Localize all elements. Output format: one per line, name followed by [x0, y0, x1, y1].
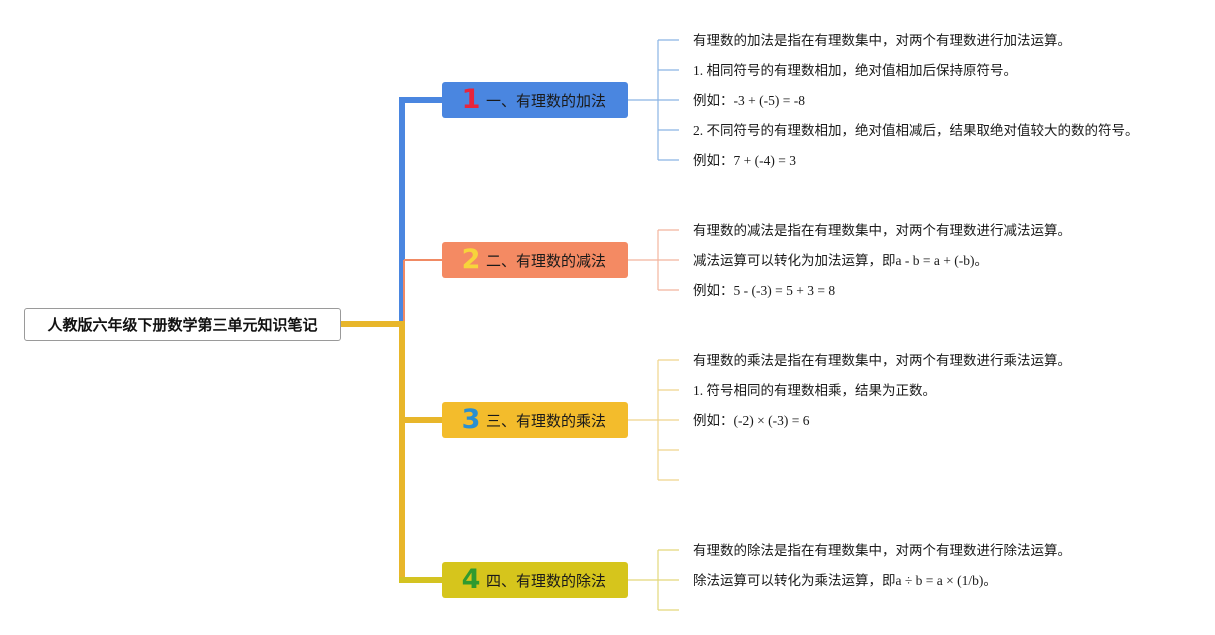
branch-division[interactable]: 4 四、有理数的除法	[442, 562, 628, 598]
branch-number: 1	[461, 83, 481, 115]
branch-number: 4	[461, 563, 481, 595]
leaf-text[interactable]: 2. 不同符号的有理数相加，绝对值相减后，结果取绝对值较大的数的符号。	[693, 123, 1139, 138]
branch-addition[interactable]: 1 一、有理数的加法	[442, 82, 628, 118]
leaf-text[interactable]: 例如：(-2) × (-3) = 6	[693, 413, 810, 428]
leaf-text[interactable]: 例如：5 - (-3) = 5 + 3 = 8	[693, 283, 836, 298]
leaf-text[interactable]: 有理数的除法是指在有理数集中，对两个有理数进行除法运算。	[693, 543, 1071, 558]
branch-number: 3	[461, 403, 481, 435]
branch-label: 一、有理数的加法	[486, 91, 607, 110]
branch-subtraction[interactable]: 2 二、有理数的减法	[442, 242, 628, 278]
leaf-text[interactable]: 有理数的乘法是指在有理数集中，对两个有理数进行乘法运算。	[693, 353, 1071, 368]
branch-label: 四、有理数的除法	[486, 571, 607, 590]
root-title: 人教版六年级下册数学第三单元知识笔记	[47, 316, 318, 334]
leaf-text[interactable]: 减法运算可以转化为加法运算，即a - b = a + (-b)。	[693, 253, 988, 268]
leaf-text[interactable]: 除法运算可以转化为乘法运算，即a ÷ b = a × (1/b)。	[693, 573, 997, 588]
root-topic[interactable]: 人教版六年级下册数学第三单元知识笔记	[24, 308, 341, 341]
branch-label: 二、有理数的减法	[486, 251, 607, 270]
leaf-text[interactable]: 例如：-3 + (-5) = -8	[693, 93, 805, 108]
leaf-text[interactable]: 1. 相同符号的有理数相加，绝对值相加后保持原符号。	[693, 63, 1017, 78]
branch-multiplication[interactable]: 3 三、有理数的乘法	[442, 402, 628, 438]
leaf-text[interactable]: 1. 符号相同的有理数相乘，结果为正数。	[693, 383, 936, 398]
branch-label: 三、有理数的乘法	[486, 411, 607, 430]
branch-number: 2	[461, 243, 481, 275]
leaf-text[interactable]: 有理数的减法是指在有理数集中，对两个有理数进行减法运算。	[693, 223, 1071, 238]
leaf-text[interactable]: 有理数的加法是指在有理数集中，对两个有理数进行加法运算。	[693, 33, 1071, 48]
leaf-text[interactable]: 例如：7 + (-4) = 3	[693, 153, 796, 168]
